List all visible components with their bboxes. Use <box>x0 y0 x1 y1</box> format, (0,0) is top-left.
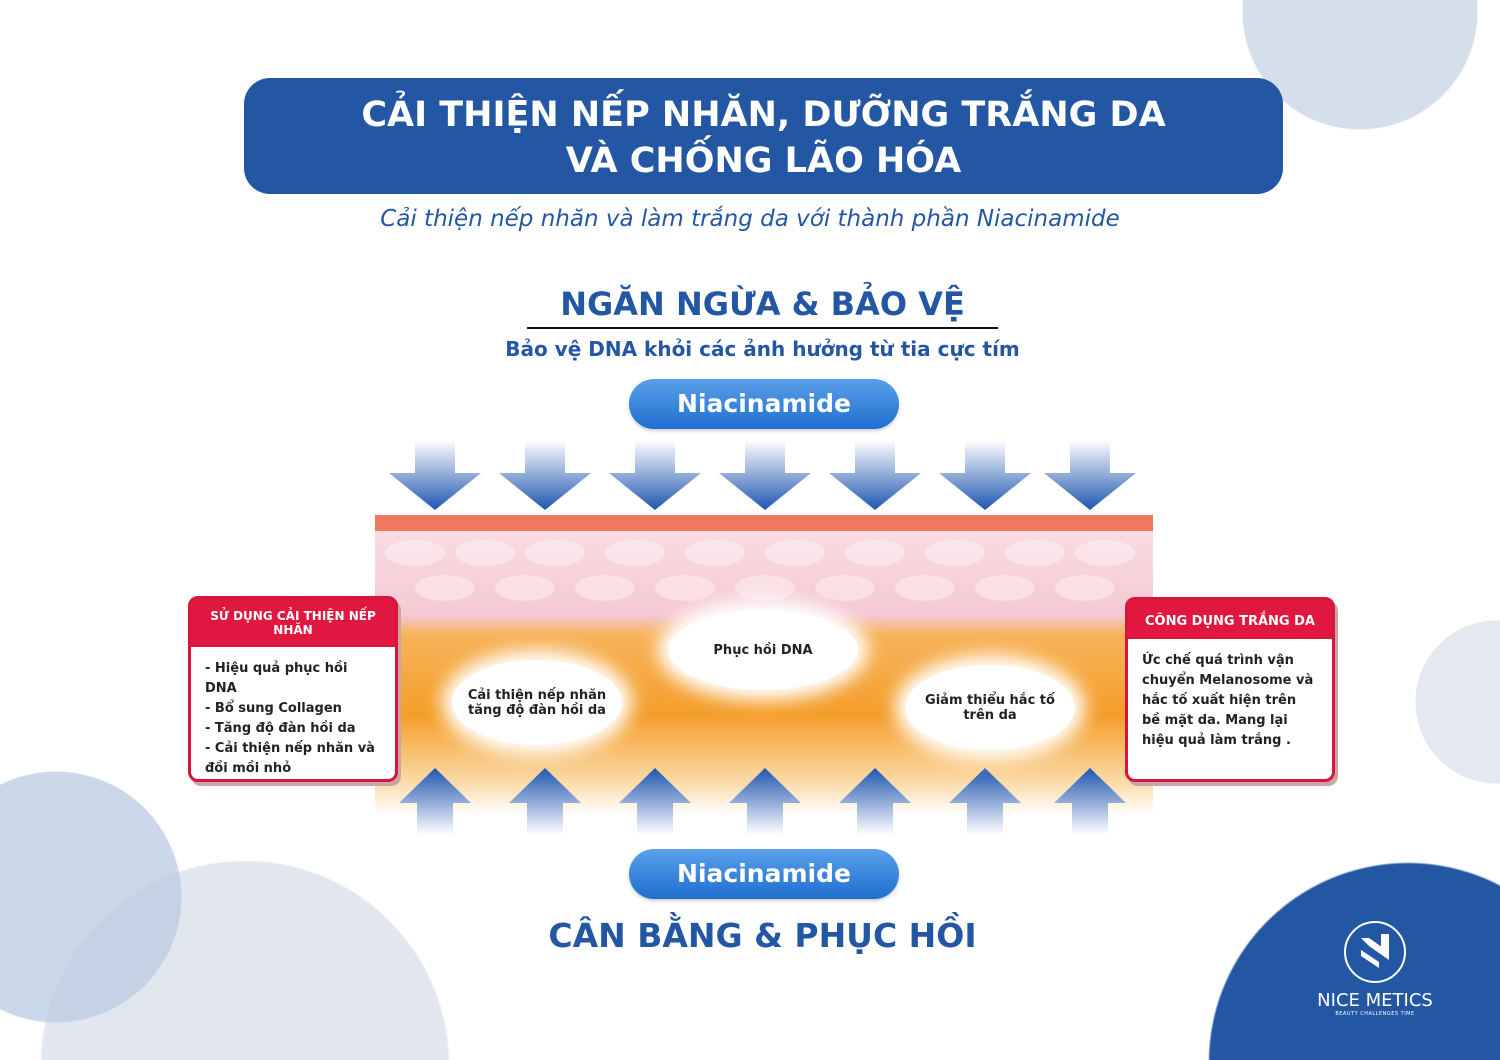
list-item: - Tăng độ đàn hồi da <box>205 721 356 736</box>
niacinamide-pill-bottom: Niacinamide <box>629 849 899 899</box>
whitening-benefits-box: CÔNG DỤNG TRẮNG DA Ức chế quá trình vận … <box>1125 597 1335 782</box>
subtitle: Cải thiện nếp nhăn và làm trắng da với t… <box>380 206 1120 232</box>
label-wrinkle: Cải thiện nếp nhăn tăng độ đàn hồi da <box>452 660 622 745</box>
wrinkle-benefits-box: SỬ DỤNG CẢI THIỆN NẾP NHĂN - Hiệu quả ph… <box>188 596 398 782</box>
section-heading-bottom: CÂN BẰNG & PHỤC HỒI <box>548 916 977 955</box>
title-line-1: CẢI THIỆN NẾP NHĂN, DƯỠNG TRẮNG DA <box>361 95 1166 135</box>
arrow-up-icon <box>949 768 1021 835</box>
arrow-down-icon <box>719 440 811 510</box>
arrow-down-icon <box>1044 440 1136 510</box>
arrow-down-icon <box>499 440 591 510</box>
title-line-2: VÀ CHỐNG LÃO HÓA <box>565 141 962 181</box>
label-dna-repair: Phục hồi DNA <box>668 610 858 690</box>
list-item: - Bổ sung Collagen <box>205 701 342 716</box>
logo-name: NICE METICS <box>1317 990 1433 1011</box>
arrow-up-icon <box>839 768 911 835</box>
arrow-up-icon <box>509 768 581 835</box>
section-subheading: Bảo vệ DNA khỏi các ảnh hưởng từ tia cực… <box>505 337 1020 361</box>
arrow-up-icon <box>729 768 801 835</box>
arrow-down-icon <box>939 440 1031 510</box>
list-item: - Cải thiện nếp nhăn và đồi mồi nhỏ <box>205 741 375 776</box>
arrow-up-icon <box>399 768 471 835</box>
logo-icon <box>1344 921 1406 983</box>
heading-underline <box>527 327 998 329</box>
arrow-down-icon <box>829 440 921 510</box>
arrow-down-icon <box>609 440 701 510</box>
arrow-down-icon <box>389 440 481 510</box>
brand-logo: NICE METICS BEAUTY CHALLENGES TIME <box>1310 920 1440 1017</box>
list-item: - Hiệu quả phục hồi DNA <box>205 661 348 696</box>
page-title: CẢI THIỆN NẾP NHĂN, DƯỠNG TRẮNG DA VÀ CH… <box>244 78 1283 194</box>
arrow-up-icon <box>619 768 691 835</box>
niacinamide-pill-top: Niacinamide <box>629 379 899 429</box>
box-title: SỬ DỤNG CẢI THIỆN NẾP NHĂN <box>191 599 395 647</box>
box-title: CÔNG DỤNG TRẮNG DA <box>1128 600 1332 639</box>
arrow-up-icon <box>1054 768 1126 835</box>
box-text: Ức chế quá trình vận chuyển Melanosome v… <box>1142 653 1314 748</box>
logo-tagline: BEAUTY CHALLENGES TIME <box>1335 1011 1415 1017</box>
section-heading-top: NGĂN NGỪA & BẢO VỆ <box>560 285 965 323</box>
label-pigment: Giảm thiểu hắc tố trên da <box>905 665 1075 750</box>
